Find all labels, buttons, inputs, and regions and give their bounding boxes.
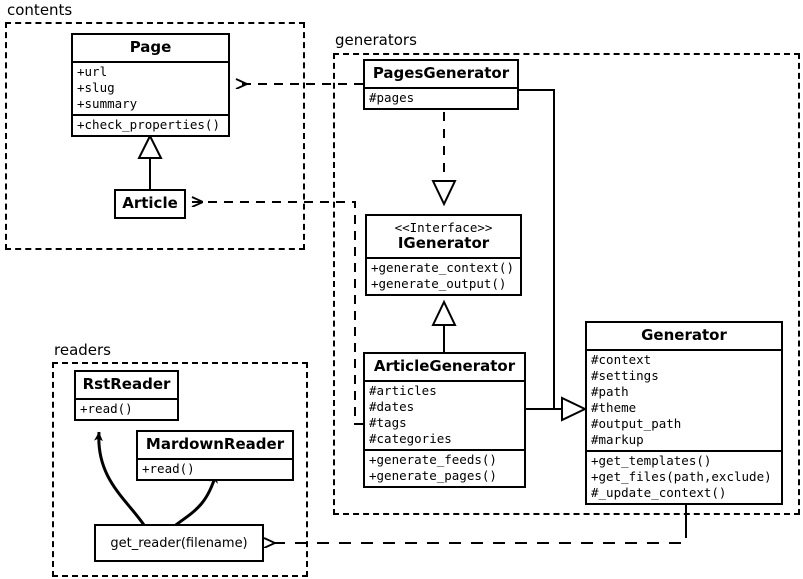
class-generator-name: Generator [641, 326, 727, 344]
attribute-row: #output_path [591, 416, 682, 431]
class-pagesgenerator[interactable]: PagesGenerator #pages [363, 59, 519, 110]
class-rstreader[interactable]: RstReader +read() [74, 370, 179, 421]
operation-row: +get_files(path,exclude) [591, 469, 772, 484]
class-article[interactable]: Article [114, 189, 186, 219]
class-mardownreader[interactable]: MardownReader +read() [136, 430, 294, 481]
function-get-reader-label: get_reader(filename) [110, 535, 248, 551]
operation-row: +read() [80, 401, 133, 416]
attribute-row: #dates [369, 399, 415, 414]
package-contents-label: contents [4, 2, 76, 18]
package-generators-label: generators [332, 32, 420, 48]
operation-row: +generate_feeds() [369, 452, 497, 467]
class-page[interactable]: Page +url +slug +summary +check_properti… [71, 33, 230, 137]
class-mardownreader-operations: +read() [138, 458, 292, 479]
attribute-row: #articles [369, 383, 437, 398]
class-pagesgenerator-name: PagesGenerator [372, 64, 510, 82]
package-readers-label: readers [51, 342, 114, 358]
class-page-name: Page [129, 38, 172, 56]
attribute-row: #theme [591, 400, 637, 415]
operation-row: #_update_context() [591, 485, 727, 500]
class-page-operations: +check_properties() [73, 114, 228, 135]
operation-row: +generate_pages() [369, 468, 497, 483]
operation-row: +generate_output() [371, 276, 507, 291]
attribute-row: #settings [591, 368, 659, 383]
attribute-row: #path [591, 384, 629, 399]
operation-row: +check_properties() [77, 117, 220, 132]
operation-row: +generate_context() [371, 260, 514, 275]
operation-row: +read() [142, 461, 195, 476]
package-contents [5, 22, 305, 250]
class-articlegenerator[interactable]: ArticleGenerator #articles #dates #tags … [363, 352, 526, 488]
class-generator-operations: +get_templates() +get_files(path,exclude… [587, 450, 781, 503]
class-articlegenerator-attributes: #articles #dates #tags #categories [365, 380, 524, 449]
class-igenerator-label: IGenerator [397, 234, 490, 252]
class-mardownreader-name: MardownReader [145, 435, 285, 453]
class-article-name: Article [122, 194, 178, 212]
class-pagesgenerator-attributes: #pages [365, 87, 517, 108]
class-igenerator[interactable]: <<Interface>> IGenerator +generate_conte… [365, 214, 522, 296]
attribute-row: #categories [369, 431, 452, 446]
attribute-row: #pages [369, 90, 415, 105]
operation-row: +get_templates() [591, 453, 712, 468]
function-get-reader[interactable]: get_reader(filename) [94, 524, 264, 562]
class-generator[interactable]: Generator #context #settings #path #them… [585, 321, 783, 505]
attribute-row: +slug [77, 80, 115, 95]
class-articlegenerator-operations: +generate_feeds() +generate_pages() [365, 449, 524, 486]
package-generators [333, 53, 800, 515]
package-readers [52, 362, 308, 577]
attribute-row: #tags [369, 415, 407, 430]
class-rstreader-name: RstReader [82, 375, 171, 393]
class-igenerator-operations: +generate_context() +generate_output() [367, 257, 520, 294]
class-igenerator-stereotype: <<Interface>> [394, 220, 493, 235]
attribute-row: +summary [77, 96, 138, 111]
attribute-row: #markup [591, 432, 644, 447]
class-page-attributes: +url +slug +summary [73, 61, 228, 114]
class-generator-attributes: #context #settings #path #theme #output_… [587, 349, 781, 450]
class-igenerator-name: <<Interface>> IGenerator [367, 216, 520, 257]
attribute-row: +url [77, 64, 108, 79]
attribute-row: #context [591, 352, 652, 367]
class-rstreader-operations: +read() [76, 398, 177, 419]
class-articlegenerator-name: ArticleGenerator [373, 357, 516, 375]
